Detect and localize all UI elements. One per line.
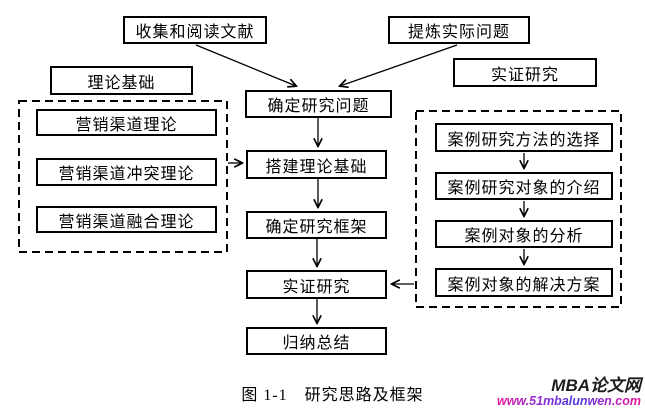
arrow-refine-to-problem [340,44,458,86]
node-channel-integration-theory: 营销渠道融合理论 [36,206,217,233]
node-empirical-study: 实证研究 [246,270,387,299]
node-collect-literature: 收集和阅读文献 [123,16,267,44]
node-case-object-intro: 案例研究对象的介绍 [435,172,613,200]
group-case-study-dashed-box [415,110,622,308]
node-channel-conflict-theory: 营销渠道冲突理论 [36,158,217,186]
node-build-theory-basis: 搭建理论基础 [246,150,387,179]
node-define-research-problem: 确定研究问题 [245,90,392,118]
node-refine-problem: 提炼实际问题 [388,16,530,44]
arrow-collect-to-problem [195,44,296,86]
group-theory-basis-dashed-box [18,100,228,253]
label-empirical-study: 实证研究 [453,58,597,87]
node-case-object-solution: 案例对象的解决方案 [435,268,613,297]
node-summary: 归纳总结 [246,327,387,355]
node-define-research-framework: 确定研究框架 [246,211,387,239]
node-marketing-channel-theory: 营销渠道理论 [36,109,217,136]
node-case-method-selection: 案例研究方法的选择 [435,123,613,152]
label-theory-basis: 理论基础 [50,66,193,95]
watermark: MBA论文网 www.51mbalunwen.com [497,377,641,408]
watermark-url: www.51mbalunwen.com [496,393,641,408]
watermark-brand: MBA论文网 [551,376,641,395]
figure-caption: 图 1-1 研究思路及框架 [241,387,424,404]
node-case-object-analysis: 案例对象的分析 [435,220,613,248]
